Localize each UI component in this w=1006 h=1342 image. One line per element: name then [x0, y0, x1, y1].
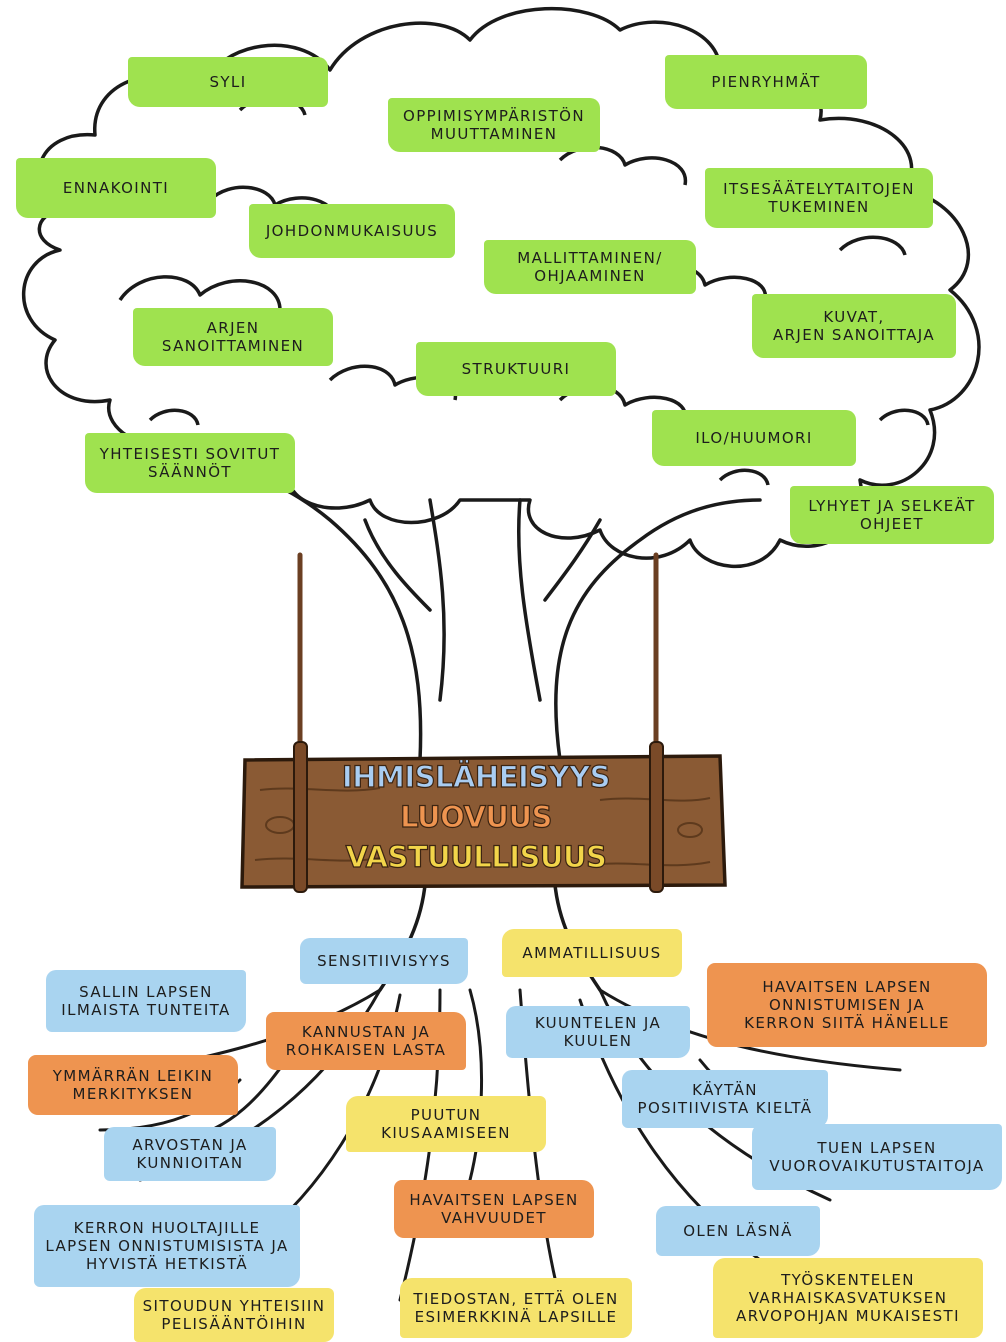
- label-havaitsen-onnistumisen: HAVAITSEN LAPSEN ONNISTUMISEN JA KERRON …: [707, 963, 987, 1047]
- label-havaitsen-vahvuudet: HAVAITSEN LAPSEN VAHVUUDET: [394, 1180, 594, 1238]
- label-puutun-kiusaamiseen: PUUTUN KIUSAAMISEEN: [346, 1096, 546, 1152]
- label-tyoskentelen: TYÖSKENTELEN VARHAISKASVATUKSEN ARVOPOHJ…: [713, 1258, 983, 1338]
- label-kuuntelen: KUUNTELEN JA KUULEN: [506, 1006, 690, 1058]
- label-arjen-sanoittaminen: ARJEN SANOITTAMINEN: [133, 308, 333, 366]
- label-kuvat: KUVAT, ARJEN SANOITTAJA: [752, 294, 956, 358]
- label-kaytan-positiivista: KÄYTÄN POSITIIVISTA KIELTÄ: [622, 1070, 828, 1128]
- label-yhteisesti-sovitut: YHTEISESTI SOVITUT SÄÄNNÖT: [85, 433, 295, 493]
- label-johdonmukaisuus: JOHDONMUKAISUUS: [249, 204, 455, 258]
- label-sitoudun: SITOUDUN YHTEISIIN PELISÄÄNTÖIHIN: [134, 1288, 334, 1342]
- label-syli: SYLI: [128, 57, 328, 107]
- sign-text-ihmislaheisyys: IHMISLÄHEISYYS: [341, 759, 611, 794]
- label-ammatillisuus: AMMATILLISUUS: [502, 929, 682, 977]
- label-oppimisympariston-muuttaminen: OPPIMISYMPÄRISTÖN MUUTTAMINEN: [388, 98, 600, 152]
- label-pienryhmat: PIENRYHMÄT: [665, 55, 867, 109]
- label-tiedostan: TIEDOSTAN, ETTÄ OLEN ESIMERKKINÄ LAPSILL…: [400, 1278, 632, 1338]
- wooden-sign: [240, 741, 727, 893]
- label-tuen-lapsen: TUEN LAPSEN VUOROVAIKUTUSTAITOJA: [752, 1124, 1002, 1190]
- label-olen-lasna: OLEN LÄSNÄ: [656, 1206, 820, 1256]
- label-ennakointi: ENNAKOINTI: [16, 158, 216, 218]
- label-sallin-lapsen: SALLIN LAPSEN ILMAISTA TUNTEITA: [46, 970, 246, 1032]
- label-lyhyet-ja-selkeat: LYHYET JA SELKEÄT OHJEET: [790, 486, 994, 544]
- label-sensitiivisyys: SENSITIIVISYYS: [300, 938, 468, 984]
- label-kerron-huoltajille: KERRON HUOLTAJILLE LAPSEN ONNISTUMISISTA…: [34, 1205, 300, 1287]
- label-struktuuri: STRUKTUURI: [416, 342, 616, 396]
- label-mallittaminen: MALLITTAMINEN/ OHJAAMINEN: [484, 240, 696, 294]
- label-ilo-huumori: ILO/HUUMORI: [652, 410, 856, 466]
- sign-text-luovuus: LUOVUUS: [399, 799, 552, 834]
- sign-text-vastuullisuus: VASTUULLISUUS: [345, 839, 608, 874]
- label-ymmarran-leikin: YMMÄRRÄN LEIKIN MERKITYKSEN: [28, 1055, 238, 1115]
- label-itsesaately: ITSESÄÄTELYTAITOJEN TUKEMINEN: [705, 168, 933, 228]
- label-kannustan: KANNUSTAN JA ROHKAISEN LASTA: [266, 1012, 466, 1070]
- label-arvostan: ARVOSTAN JA KUNNIOITAN: [104, 1127, 276, 1181]
